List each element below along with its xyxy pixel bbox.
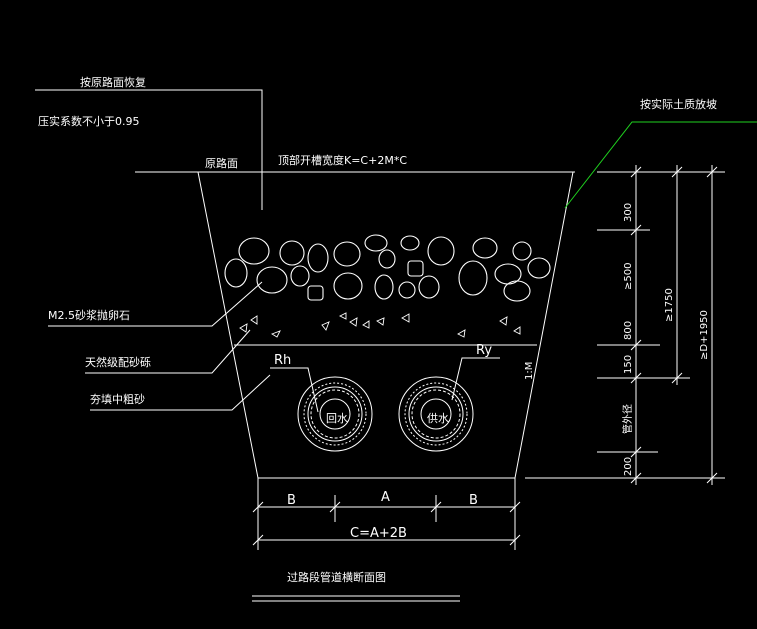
leader-sand-gravel bbox=[85, 329, 251, 374]
right-dimensions bbox=[525, 165, 725, 485]
cobble-stones bbox=[224, 234, 551, 302]
dim-300: 300 bbox=[623, 203, 634, 222]
bottom-dimensions bbox=[252, 478, 521, 550]
dim-800: 800 bbox=[623, 321, 634, 340]
dim-b-left: B bbox=[287, 493, 296, 508]
label-ry: Ry bbox=[476, 343, 492, 358]
pipe-supply-label: 供水 bbox=[427, 411, 449, 425]
label-original-road: 原路面 bbox=[205, 157, 238, 170]
label-medium-coarse-sand: 夯填中粗砂 bbox=[90, 392, 145, 406]
leader-rh bbox=[270, 367, 319, 413]
label-compaction: 压实系数不小于0.95 bbox=[38, 114, 140, 128]
dim-200: 200 bbox=[623, 457, 634, 476]
label-restore-road: 按原路面恢复 bbox=[80, 75, 146, 89]
leader-slope bbox=[564, 121, 757, 209]
dim-1750: ≥1750 bbox=[664, 288, 675, 322]
label-slope-ratio: 1:M bbox=[524, 362, 535, 380]
leader-restore-road bbox=[35, 89, 263, 210]
label-slope-by-soil: 按实际土质放坡 bbox=[640, 97, 717, 111]
leader-ry bbox=[451, 357, 500, 401]
label-natural-sand-gravel: 天然级配砂砾 bbox=[85, 355, 151, 369]
dim-500: ≥500 bbox=[623, 263, 634, 290]
return-pipe bbox=[297, 376, 373, 452]
dim-total: ≥D+1950 bbox=[699, 310, 710, 360]
dim-150: 150 bbox=[623, 355, 634, 374]
pipe-return-label: 回水 bbox=[326, 412, 348, 425]
label-rh: Rh bbox=[274, 353, 291, 368]
leader-mortar-stone bbox=[48, 281, 263, 327]
dim-b-right: B bbox=[469, 493, 478, 508]
supply-pipe bbox=[398, 376, 474, 452]
trench-outline bbox=[197, 171, 574, 479]
label-top-width: 顶部开槽宽度K=C+2M*C bbox=[278, 153, 407, 167]
caption: 过路段管道横断面图 bbox=[287, 570, 386, 584]
dim-pipe-od: 管外径 bbox=[621, 404, 634, 434]
dim-c: C=A+2B bbox=[350, 526, 407, 541]
leader-medium-sand bbox=[90, 374, 271, 411]
label-mortar-stone: M2.5砂浆抛卵石 bbox=[48, 308, 130, 322]
gravel-triangles bbox=[239, 312, 521, 338]
dim-a: A bbox=[381, 490, 390, 505]
